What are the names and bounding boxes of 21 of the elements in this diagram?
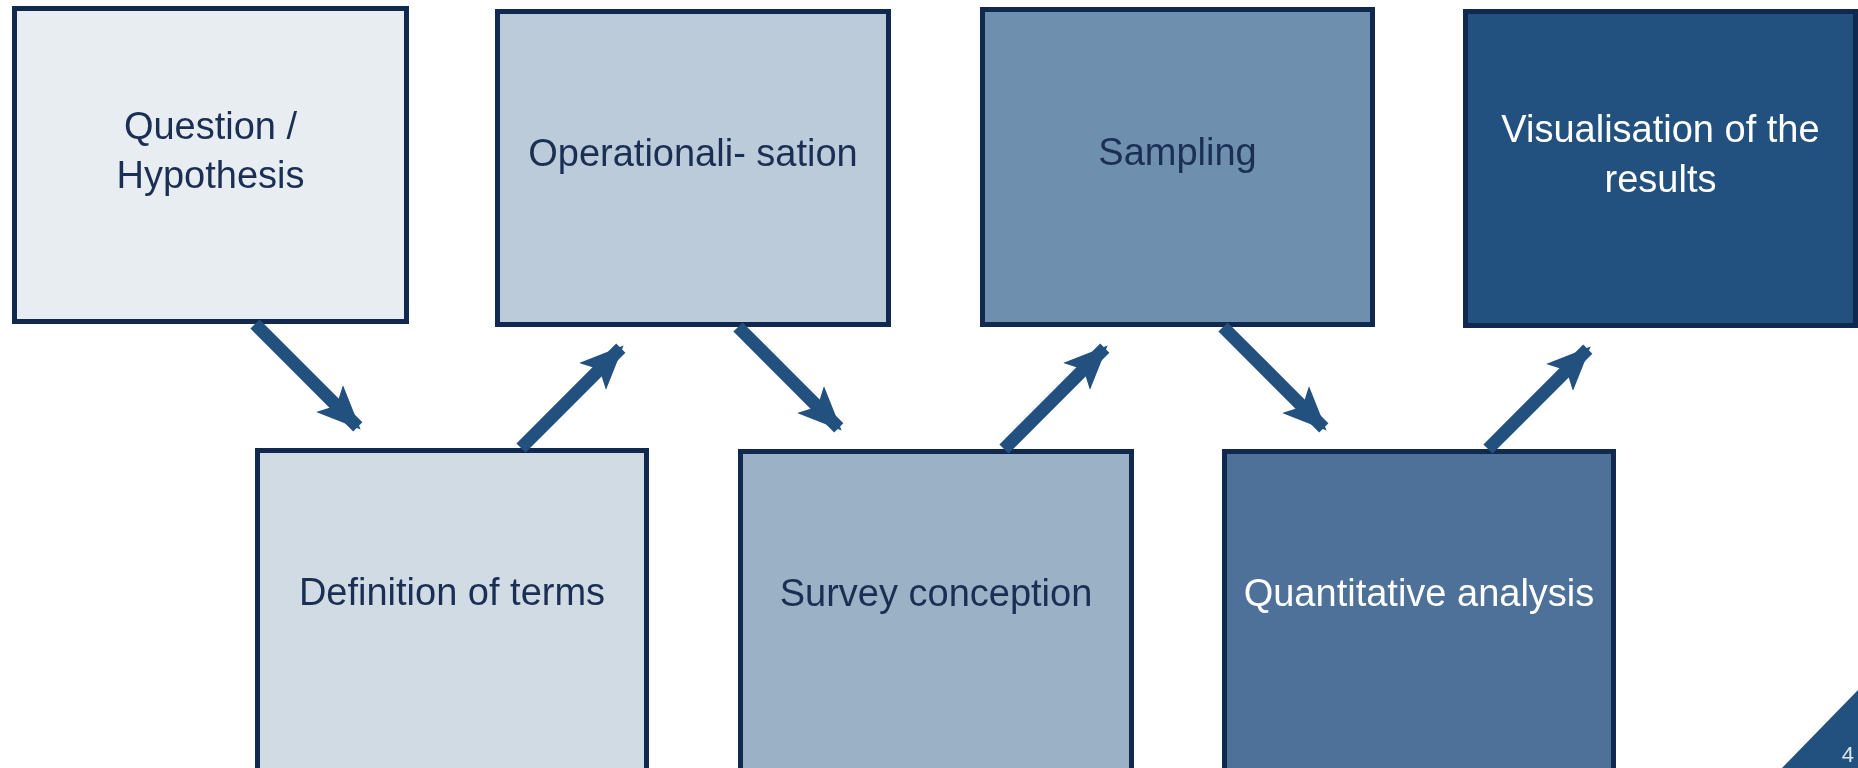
box-label: Visualisation of the results [1500,107,1821,202]
arrow [1483,344,1593,454]
process-box [495,9,891,327]
arrow [516,343,626,453]
process-box [1222,449,1616,768]
process-box [255,448,649,768]
box-label: Quantitative analysis [1243,571,1595,617]
arrow [1218,322,1329,433]
box-label: Question / Hypothesis [115,103,306,198]
arrow [733,322,844,433]
process-box [980,7,1375,327]
box-label: Survey conception [779,571,1093,617]
process-box [738,449,1134,768]
process-box [12,6,409,324]
page-number: 4 [1841,744,1854,766]
process-box [1463,9,1858,328]
box-label: Definition of terms [298,570,606,616]
box-label: Sampling [1098,130,1257,176]
arrow [999,343,1110,454]
box-label: Operationali- sation [528,131,858,177]
arrow [250,319,363,432]
